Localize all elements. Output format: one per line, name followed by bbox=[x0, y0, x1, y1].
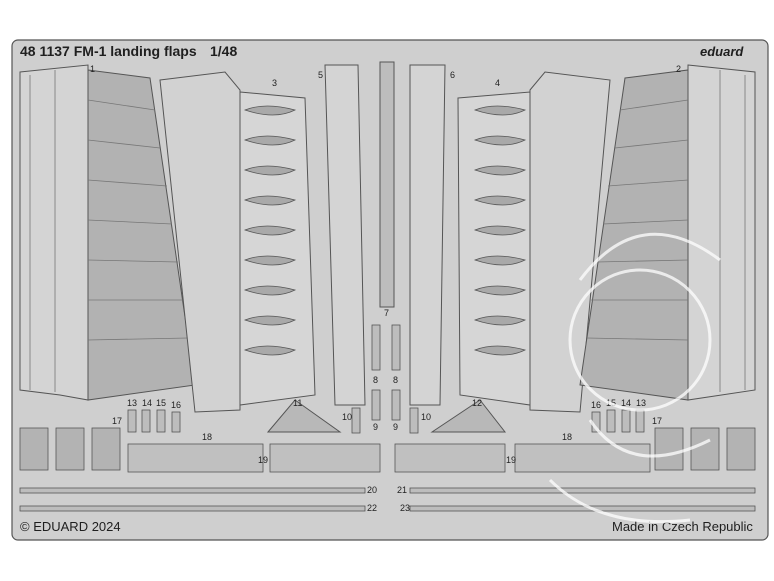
part-number: 16 bbox=[171, 400, 182, 410]
part-number: 18 bbox=[202, 432, 213, 442]
part-number: 9 bbox=[373, 422, 379, 432]
part-number: 22 bbox=[367, 503, 378, 513]
part-number: 14 bbox=[142, 398, 153, 408]
part-number: 13 bbox=[636, 398, 647, 408]
part-number: 15 bbox=[156, 398, 167, 408]
part-number: 5 bbox=[318, 70, 324, 80]
part-number: 16 bbox=[591, 400, 602, 410]
part-number: 19 bbox=[506, 455, 517, 465]
part-number: 8 bbox=[393, 375, 399, 385]
part-number: 17 bbox=[652, 416, 663, 426]
part-number: 2 bbox=[676, 64, 682, 74]
part-number: 10 bbox=[421, 412, 432, 422]
fret-scale: 1/48 bbox=[210, 43, 238, 59]
part-6-strip bbox=[409, 64, 446, 406]
part-number: 19 bbox=[258, 455, 269, 465]
part-number: 13 bbox=[127, 398, 138, 408]
part-number: 18 bbox=[562, 432, 573, 442]
small-bars-8-9-10 bbox=[351, 324, 419, 434]
part-number: 23 bbox=[400, 503, 411, 513]
part-number: 4 bbox=[495, 78, 501, 88]
comb-strips-18-19 bbox=[127, 443, 651, 473]
part-4-flap bbox=[457, 71, 611, 413]
part-number: 10 bbox=[342, 412, 353, 422]
part-5-strip bbox=[324, 64, 366, 406]
part-number: 21 bbox=[397, 485, 408, 495]
part-number: 17 bbox=[112, 416, 123, 426]
part-11-triangle bbox=[266, 399, 342, 433]
part-number: 20 bbox=[367, 485, 378, 495]
part-number: 11 bbox=[293, 398, 303, 408]
part-1-flap bbox=[19, 64, 196, 401]
part-number: 15 bbox=[606, 398, 617, 408]
made-in-text: Made in Czech Republic bbox=[612, 519, 753, 534]
part-number: 14 bbox=[621, 398, 632, 408]
part-number: 1 bbox=[90, 64, 96, 74]
fret-title: 48 1137 FM-1 landing flaps bbox=[20, 43, 197, 59]
copyright-text: © EDUARD 2024 bbox=[20, 519, 121, 534]
part-number: 9 bbox=[393, 422, 399, 432]
part-number: 6 bbox=[450, 70, 456, 80]
part-number: 8 bbox=[373, 375, 379, 385]
part-number: 12 bbox=[472, 398, 483, 408]
part-number: 3 bbox=[272, 78, 278, 88]
brand-logo-text: eduard bbox=[700, 44, 744, 59]
part-number: 7 bbox=[384, 308, 390, 318]
part-7-rod bbox=[379, 61, 395, 308]
part-3-flap bbox=[159, 71, 316, 413]
part-12-triangle bbox=[430, 399, 507, 433]
